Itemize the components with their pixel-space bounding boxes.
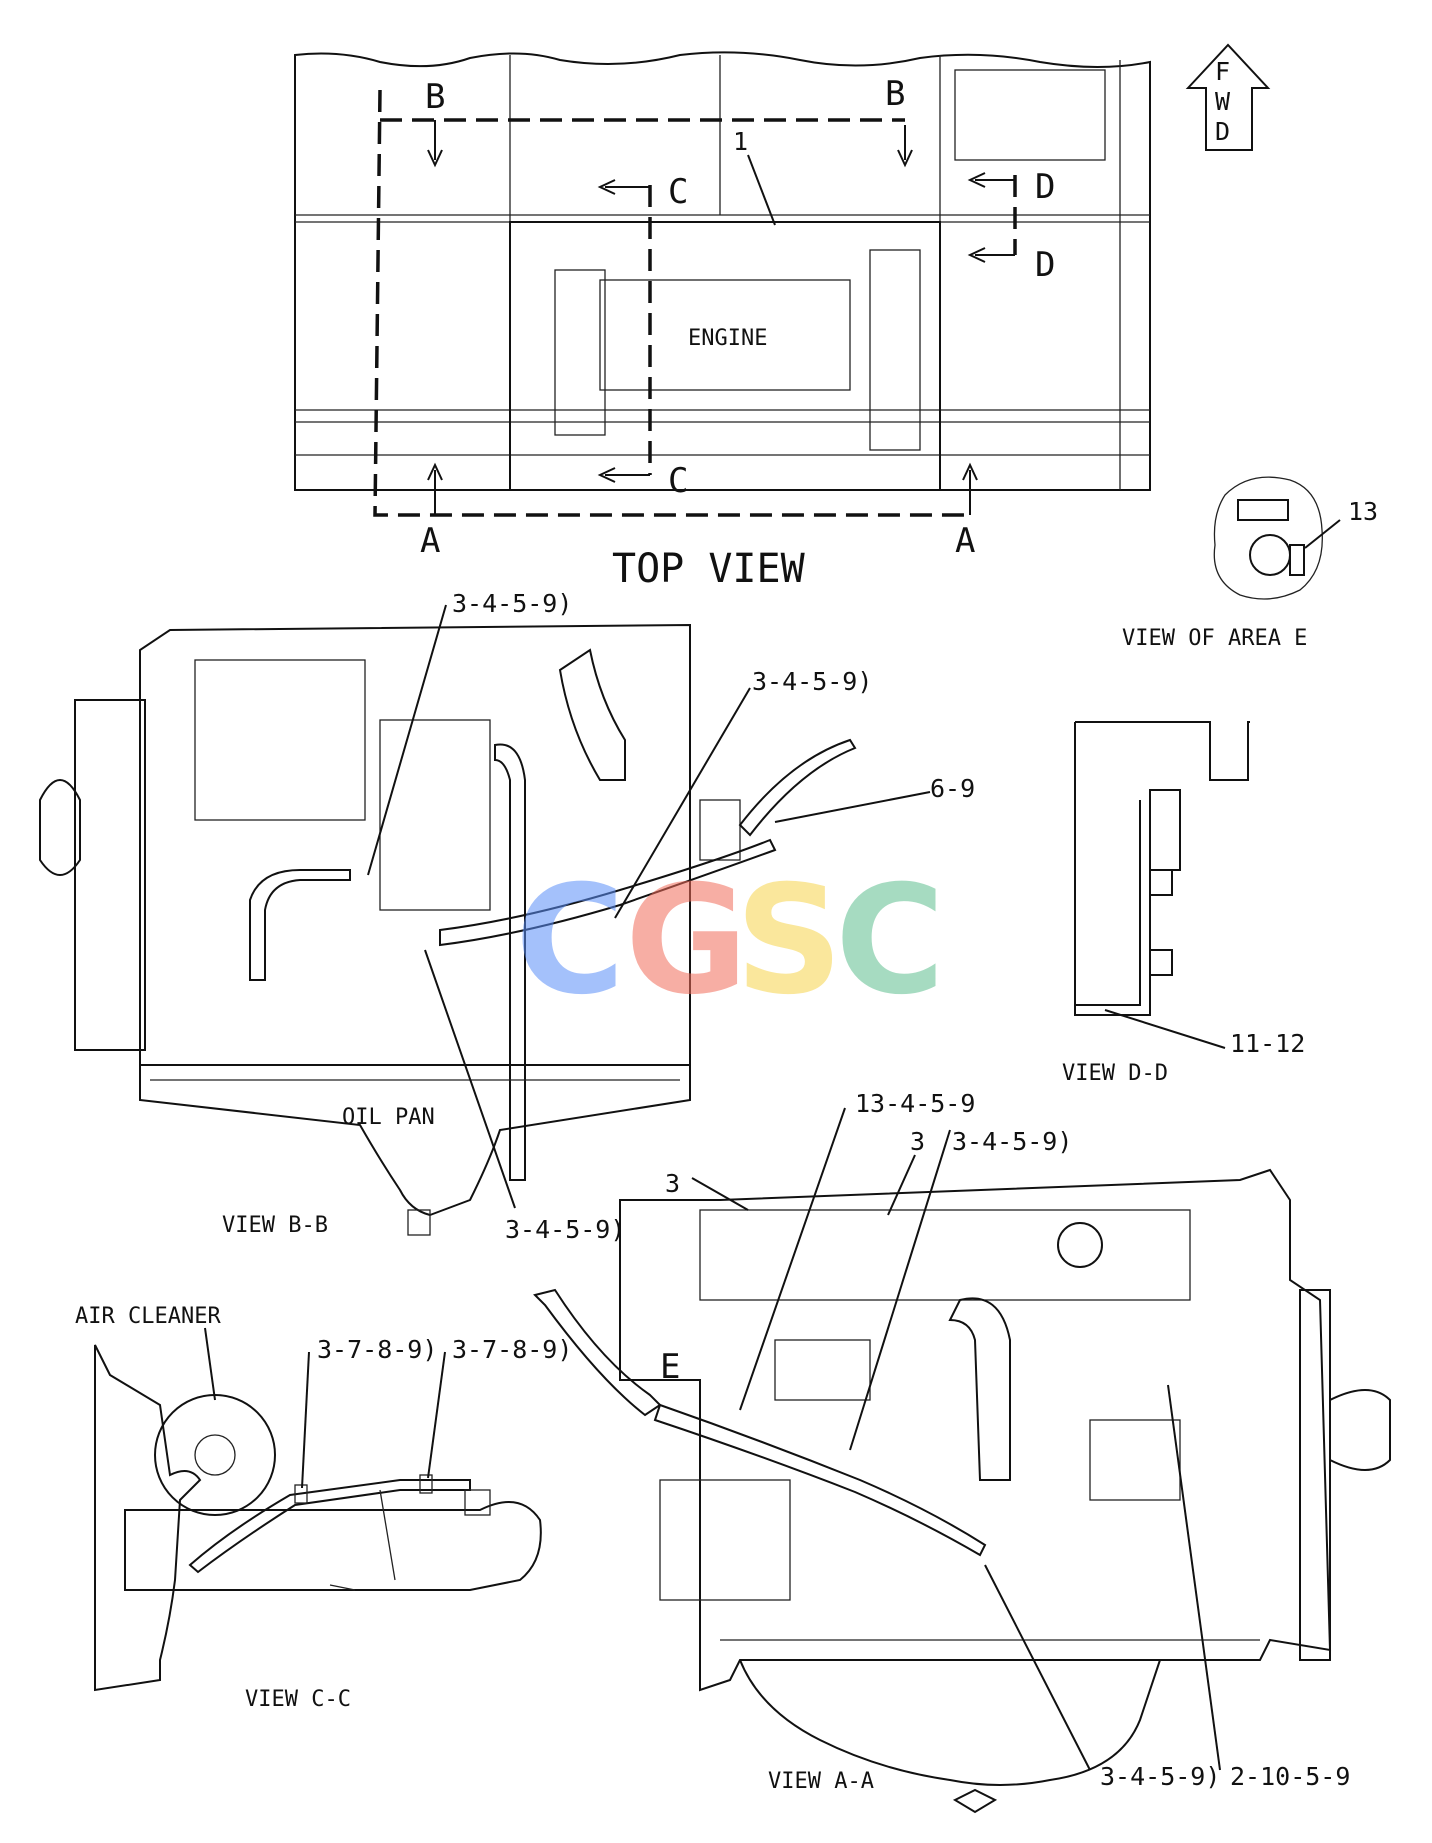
- view-bb-title: VIEW B-B: [222, 1213, 328, 1238]
- section-letter-a-right: A: [955, 521, 975, 561]
- view-area-e: [1213, 476, 1341, 600]
- view-bb: [39, 604, 931, 1236]
- section-letter-b-right: B: [885, 74, 905, 114]
- callout-area-e-13: 13: [1348, 497, 1378, 526]
- section-letter-c-top: C: [668, 172, 688, 212]
- view-dd-title: VIEW D-D: [1062, 1061, 1168, 1086]
- section-letter-d-top: D: [1035, 167, 1055, 207]
- section-letter-c-bottom: C: [668, 461, 688, 501]
- callout-aa-3-left: 3: [665, 1169, 680, 1198]
- section-letter-b-left: B: [425, 77, 445, 117]
- callout-aa-3-4-5-9-lower: 3-4-5-9): [1100, 1762, 1220, 1791]
- view-dd: [1074, 721, 1250, 1049]
- callout-aa-3-upper: 3: [910, 1127, 925, 1156]
- callout-aa-2-10-5-9: 2-10-5-9: [1230, 1762, 1350, 1791]
- view-aa-title: VIEW A-A: [768, 1769, 874, 1794]
- cgsc-watermark: C G S C: [515, 854, 945, 1028]
- callout-bb-3-4-5-9-upper: 3-4-5-9): [452, 589, 572, 618]
- callout-aa-13-4-5-9: 13-4-5-9: [855, 1089, 975, 1118]
- callout-bb-6-9: 6-9: [930, 774, 975, 803]
- air-cleaner-label: AIR CLEANER: [75, 1304, 221, 1329]
- callout-bb-3-4-5-9-right: 3-4-5-9): [752, 667, 872, 696]
- callout-dd-11-12: 11-12: [1230, 1029, 1305, 1058]
- callout-bb-3-4-5-9-lower: 3-4-5-9): [505, 1215, 625, 1244]
- watermark-letter-g: G: [625, 854, 748, 1028]
- callout-cc-3-7-8-9-left: 3-7-8-9): [317, 1335, 437, 1364]
- view-aa: [533, 1107, 1391, 1814]
- view-area-e-title: VIEW OF AREA E: [1122, 626, 1307, 651]
- fwd-letter-f: F: [1215, 57, 1230, 86]
- area-letter-e: E: [660, 1347, 680, 1387]
- engine-label: ENGINE: [688, 326, 767, 351]
- callout-cc-3-7-8-9-right: 3-7-8-9): [452, 1335, 572, 1364]
- callout-1: 1: [733, 127, 748, 156]
- top-view-title: TOP VIEW: [612, 546, 806, 592]
- fwd-letter-d: D: [1215, 117, 1230, 146]
- view-cc-title: VIEW C-C: [245, 1687, 351, 1712]
- callout-aa-3-4-5-9-upper: 3-4-5-9): [952, 1127, 1072, 1156]
- watermark-letter-s: S: [735, 854, 843, 1028]
- section-letter-a-left: A: [420, 521, 440, 561]
- watermark-letter-c1: C: [515, 854, 625, 1028]
- view-cc: [94, 1327, 542, 1692]
- oil-pan-label: OIL PAN: [342, 1105, 435, 1130]
- section-letter-d-bottom: D: [1035, 245, 1055, 285]
- watermark-letter-c2: C: [835, 854, 945, 1028]
- top-view: [294, 43, 1271, 517]
- fwd-letter-w: W: [1215, 87, 1231, 116]
